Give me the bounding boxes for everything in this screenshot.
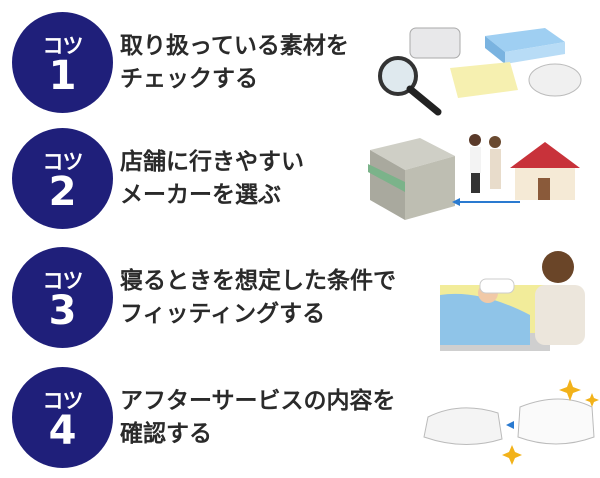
new-pillow-icon [517,398,595,445]
tip-line-2: チェックする [120,66,258,92]
fitting-illustration [440,251,585,351]
tip-badge: コツ 3 [12,247,113,348]
badge-number: 1 [48,53,77,99]
tip-badge: コツ 2 [12,128,113,229]
fiber-material-icon [528,63,582,97]
store-access-illustration [368,134,580,220]
badge-number: 3 [48,288,77,334]
badge-label: コツ [42,389,84,413]
tip-line-1: 取り扱っている素材を [120,33,349,59]
old-pillow-icon [423,407,503,446]
tip-line-1: 店舗に行きやすい [120,149,304,175]
bed-icon [440,278,550,351]
latex-block-icon [450,62,518,98]
tip-text: アフターサービスの内容を 確認する [120,385,396,451]
tip-badge: コツ 1 [12,12,113,113]
sparkle-icon [502,379,599,465]
pipe-material-icon [409,27,461,59]
tip-4: コツ 4 アフターサービスの内容を 確認する [0,359,600,477]
tip-text: 店舗に行きやすい メーカーを選ぶ [120,146,304,212]
badge-number: 4 [48,408,77,454]
badge-label: コツ [42,269,84,293]
tip-2: コツ 2 店舗に行きやすい メーカーを選ぶ [0,120,600,238]
materials-illustration [378,27,582,116]
magnifier-icon [378,56,442,116]
tip-text: 寝るときを想定した条件で フィッティングする [120,265,396,331]
tip-line-2: 確認する [120,421,212,447]
tip-line-2: メーカーを選ぶ [120,182,281,208]
badge-label: コツ [42,34,84,58]
house-icon [510,142,580,200]
store-icon [368,138,455,220]
tip-text: 取り扱っている素材を チェックする [120,30,349,96]
people-icon [469,134,501,193]
staff-icon [535,251,585,345]
arrow-icon [452,198,520,206]
arrow-icon [506,421,514,429]
badge-label: コツ [42,150,84,174]
tip-line-1: アフターサービスの内容を [120,388,396,414]
foam-block-icon [485,28,565,64]
tip-badge: コツ 4 [12,367,113,468]
tip-line-1: 寝るときを想定した条件で [120,268,396,294]
after-service-illustration [423,379,599,465]
tip-line-2: フィッティングする [120,301,326,327]
tip-3: コツ 3 寝るときを想定した条件で フィッティングする [0,239,600,357]
tip-1: コツ 1 取り扱っている素材を チェックする [0,4,600,122]
badge-number: 2 [48,169,77,215]
